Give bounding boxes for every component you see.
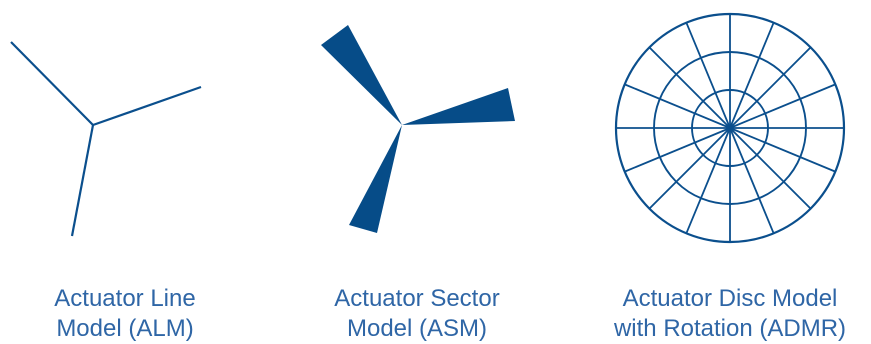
admr-spoke <box>729 127 812 210</box>
alm-blade-upper-left <box>10 41 94 126</box>
caption-alm-line-1: Actuator Line <box>54 285 196 312</box>
caption-admr-line-1: Actuator Disc Model <box>622 285 838 312</box>
caption-actuator-line-model: Actuator Line Model (ALM) <box>0 284 250 344</box>
asm-sector-lower <box>349 125 402 233</box>
admr-radial-spokes <box>616 14 844 242</box>
caption-alm-line-2: Model (ALM) <box>56 315 194 342</box>
admr-spoke <box>729 22 775 129</box>
caption-asm-line-2: Model (ASM) <box>346 315 488 342</box>
admr-spoke <box>624 127 731 173</box>
alm-blade-right <box>92 85 202 127</box>
caption-actuator-sector-model: Actuator Sector Model (ASM) <box>292 284 542 344</box>
admr-spoke <box>648 127 731 210</box>
admr-spoke <box>729 127 836 173</box>
admr-spoke <box>685 22 731 129</box>
actuator-line-model-icon <box>10 41 202 237</box>
asm-sector-upper-left <box>321 25 402 125</box>
caption-actuator-disc-model-rotation: Actuator Disc Model with Rotation (ADMR) <box>605 284 855 344</box>
caption-asm-line-1: Actuator Sector <box>334 285 500 312</box>
admr-spoke <box>729 127 775 234</box>
admr-spoke <box>648 46 731 129</box>
admr-spoke <box>729 46 812 129</box>
actuator-sector-model-icon <box>321 25 515 233</box>
asm-sector-right <box>402 88 515 125</box>
admr-spoke <box>624 83 731 129</box>
admr-spoke <box>685 127 731 234</box>
admr-spoke <box>729 83 836 129</box>
actuator-disc-model-icon <box>614 12 846 244</box>
alm-blade-lower <box>70 124 95 237</box>
caption-admr-line-2: with Rotation (ADMR) <box>613 315 847 342</box>
